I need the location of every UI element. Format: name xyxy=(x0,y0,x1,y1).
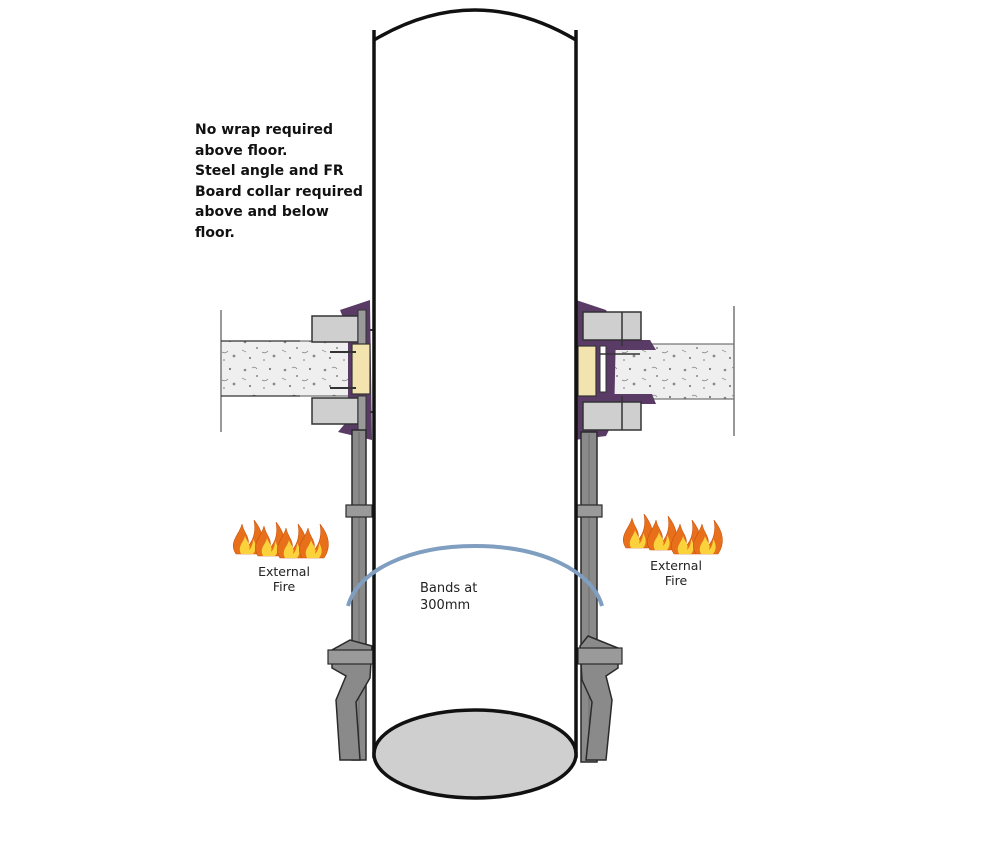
pipe-base-ellipse xyxy=(372,708,578,800)
bands-label-line: Bands at xyxy=(420,581,478,596)
fire-label-line: External xyxy=(650,558,702,573)
note-line: above floor. xyxy=(195,142,288,159)
note-line: above and below xyxy=(195,204,329,220)
flame-icon xyxy=(232,519,329,559)
external-fire-label-right: External Fire xyxy=(636,558,716,588)
downpipe-right xyxy=(575,431,623,763)
wrap-requirement-note: No wrap required above floor. Steel angl… xyxy=(195,120,370,243)
floor-slab-right xyxy=(597,306,735,436)
main-pipe xyxy=(372,8,578,758)
floor-slab-left xyxy=(220,310,360,432)
downpipe-left xyxy=(327,429,375,761)
note-line: Board collar required xyxy=(195,183,363,200)
note-line: Steel angle and FR xyxy=(195,163,344,179)
note-line: No wrap required xyxy=(195,122,333,138)
fire-collar-left xyxy=(311,300,380,440)
bands-label: Bands at 300mm xyxy=(420,580,510,614)
external-fire-label-left: External Fire xyxy=(244,564,324,594)
fire-collar-right xyxy=(574,300,656,440)
fire-label-line: External xyxy=(258,564,310,579)
flame-icon xyxy=(622,513,723,555)
pipe-band xyxy=(346,543,604,607)
fire-label-line: Fire xyxy=(272,579,296,594)
note-line: floor. xyxy=(195,224,235,241)
bands-label-line: 300mm xyxy=(420,598,471,613)
fire-label-line: Fire xyxy=(664,573,688,588)
